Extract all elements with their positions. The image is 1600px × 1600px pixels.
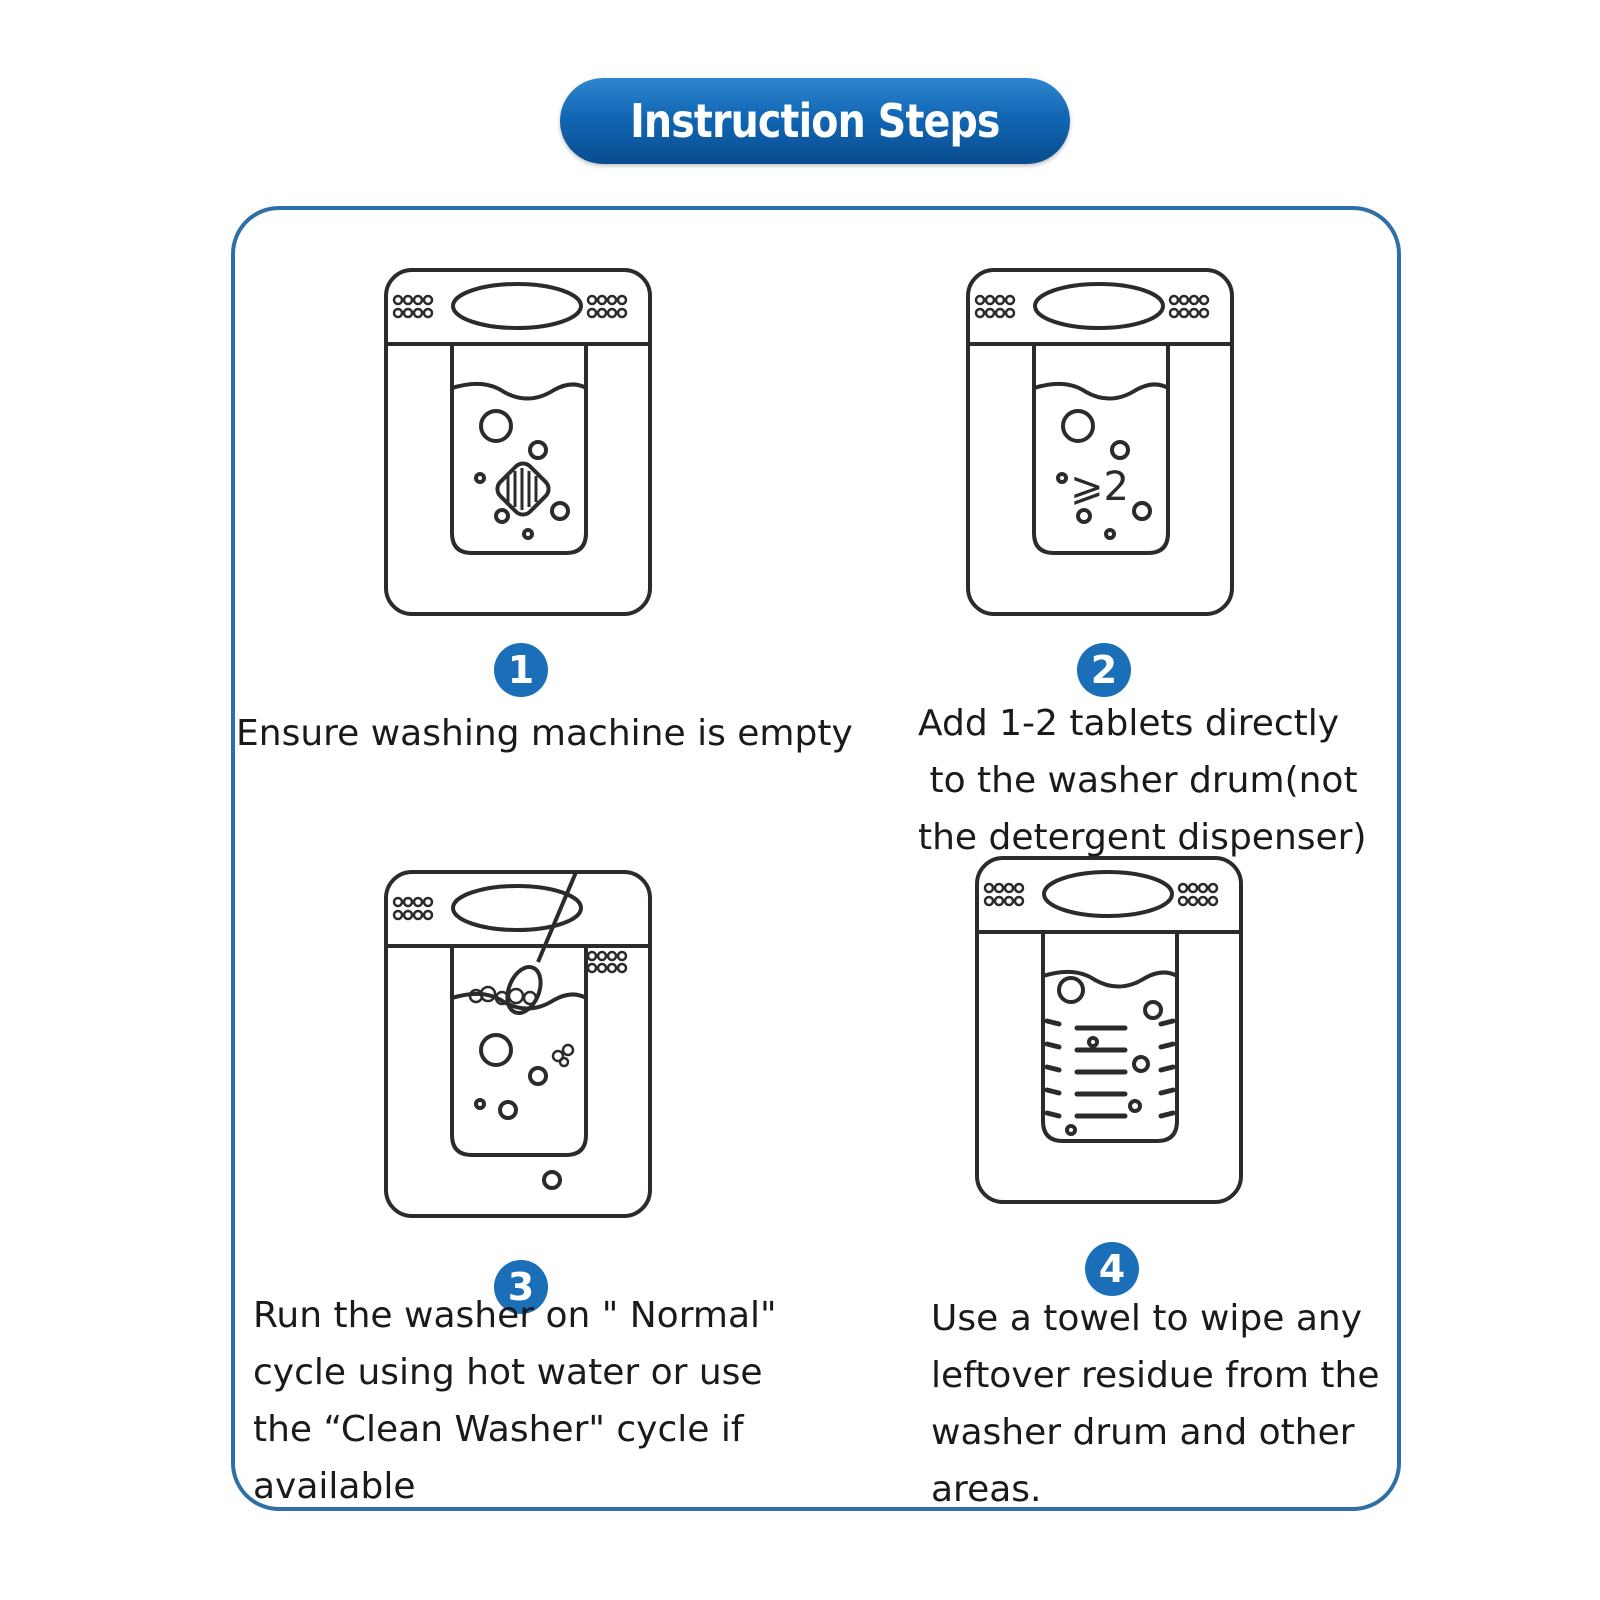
title-banner: Instruction Steps (560, 78, 1070, 164)
washer-running-icon (384, 870, 654, 1220)
step-1-badge: 1 (494, 643, 548, 697)
step-4-number: 4 (1099, 1247, 1125, 1291)
step-2-text: Add 1-2 tablets directly to the washer d… (918, 703, 1367, 858)
drum-label: ⩾2 (1070, 464, 1129, 510)
washer-with-tablet-icon (384, 268, 654, 618)
step-4-text: Use a towel to wipe any leftover residue… (931, 1298, 1380, 1510)
page-title: Instruction Steps (630, 94, 1000, 148)
instruction-frame (231, 206, 1401, 1511)
step-3-badge: 3 (494, 1260, 548, 1314)
step-3-number: 3 (508, 1265, 534, 1309)
step-2-badge: 2 (1077, 643, 1131, 697)
step-4-badge: 4 (1085, 1242, 1139, 1296)
step-2-number: 2 (1091, 648, 1117, 692)
step-1-number: 1 (508, 648, 534, 692)
step-1-text: Ensure washing machine is empty (236, 713, 853, 754)
washer-drum-wipe-icon (975, 856, 1245, 1206)
washer-two-tablets-icon: ⩾2 (966, 268, 1236, 618)
step-3-text: Run the washer on " Normal" cycle using … (253, 1295, 777, 1507)
